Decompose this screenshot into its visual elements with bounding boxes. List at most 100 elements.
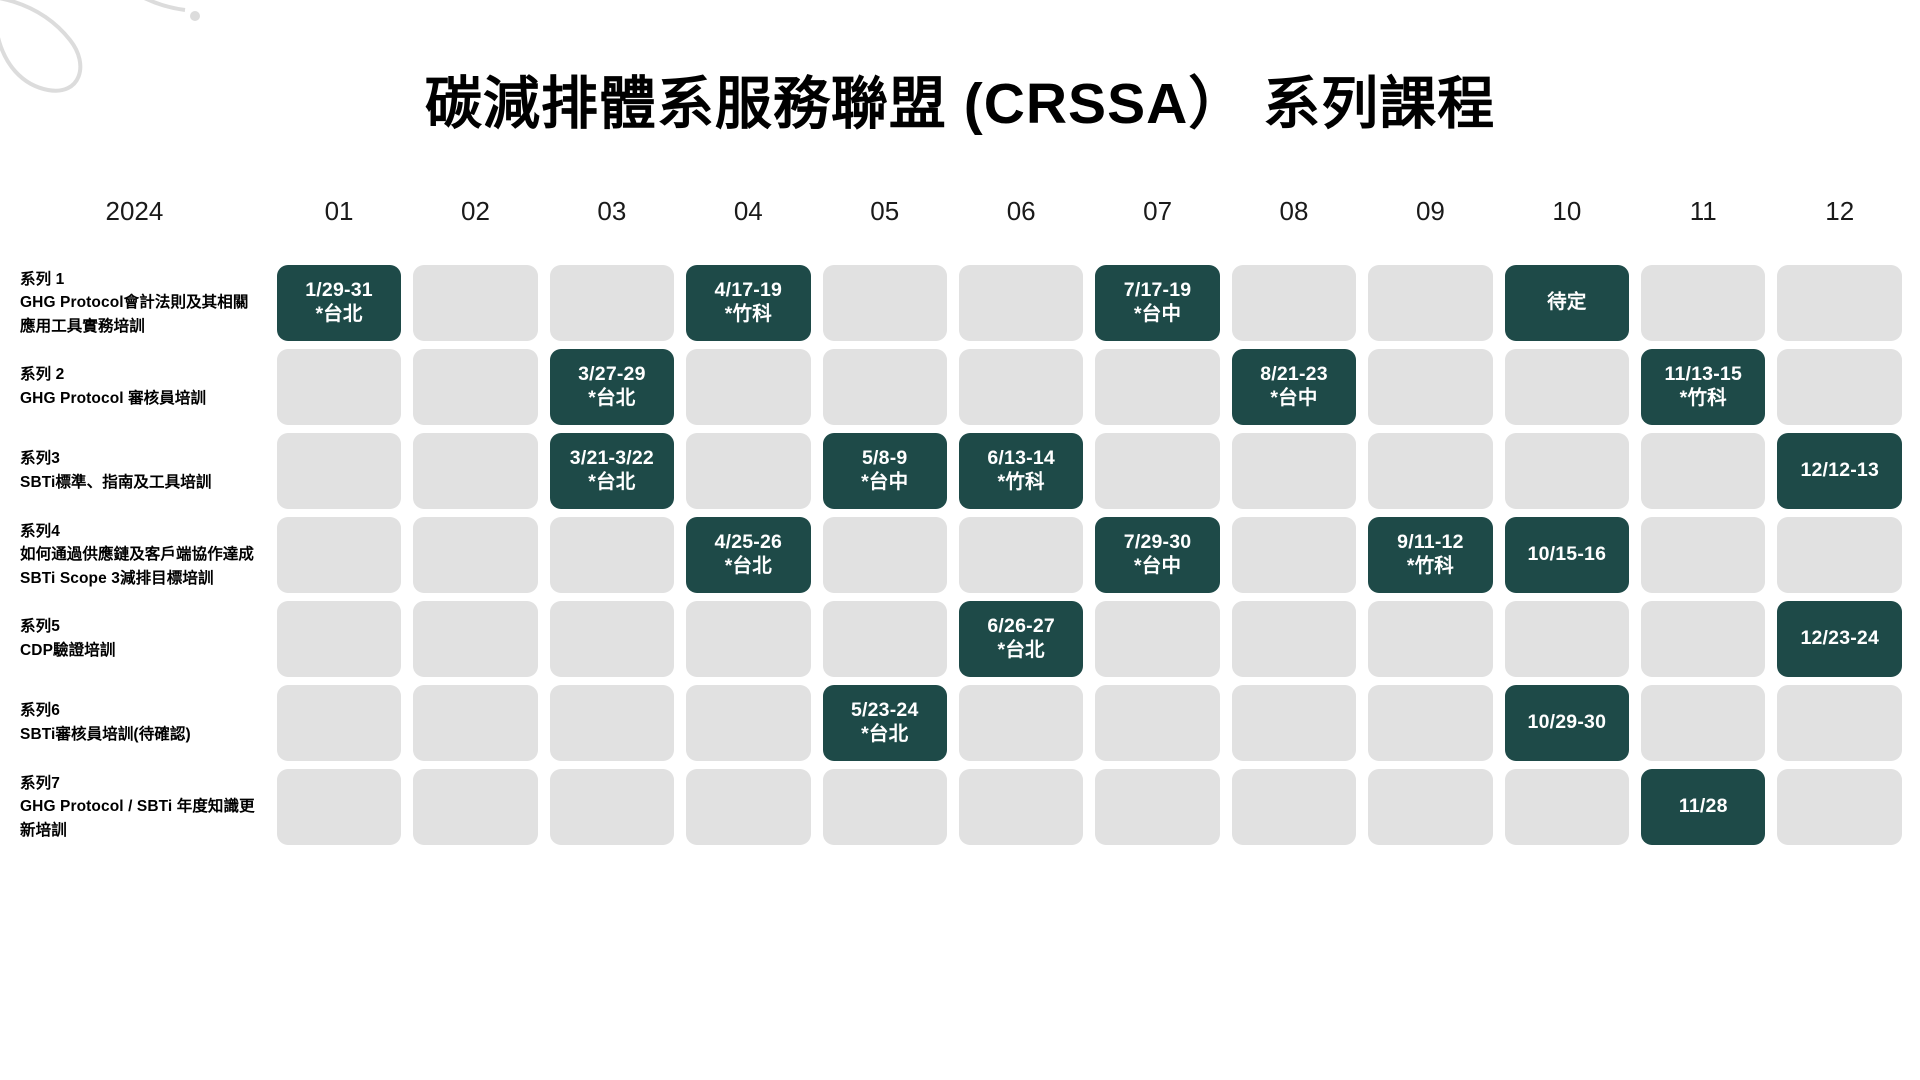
session-date: 6/13-14 — [987, 447, 1055, 470]
session-chip[interactable]: 12/23-24 — [1777, 601, 1902, 677]
session-location: *台北 — [861, 723, 909, 745]
schedule-table: 2024 01 02 03 04 05 06 07 08 09 10 11 12… — [8, 196, 1908, 849]
session-chip[interactable]: 10/29-30 — [1504, 685, 1630, 761]
session-chip[interactable]: 8/21-23*台中 — [1231, 349, 1357, 425]
session-chip[interactable]: 6/26-27*台北 — [958, 601, 1084, 677]
schedule-cell — [407, 261, 543, 345]
session-chip[interactable]: 3/27-29*台北 — [549, 349, 675, 425]
schedule-cell — [817, 513, 953, 597]
empty-slot — [1231, 433, 1357, 509]
empty-slot — [413, 349, 538, 425]
empty-slot — [276, 685, 402, 761]
session-location: *台北 — [997, 639, 1045, 661]
empty-slot — [549, 517, 675, 593]
session-location: *台北 — [588, 387, 636, 409]
schedule-cell — [953, 513, 1089, 597]
schedule-cell — [1771, 765, 1908, 849]
session-location: *台中 — [1133, 555, 1182, 577]
empty-slot — [822, 517, 947, 593]
empty-slot — [1641, 265, 1766, 341]
schedule-cell — [1089, 765, 1225, 849]
schedule-cell — [271, 429, 407, 513]
month-header-08: 08 — [1279, 196, 1309, 226]
schedule-cell — [1771, 513, 1908, 597]
month-header-09: 09 — [1415, 196, 1445, 226]
empty-slot — [1641, 601, 1766, 677]
empty-slot — [1777, 769, 1902, 845]
session-chip[interactable]: 7/17-19*台中 — [1095, 265, 1220, 341]
schedule-cell: 7/17-19*台中 — [1089, 261, 1225, 345]
session-chip[interactable]: 9/11-12*竹科 — [1368, 517, 1493, 593]
schedule-cell: 5/23-24*台北 — [817, 681, 953, 765]
schedule-cell — [1771, 681, 1908, 765]
empty-slot — [686, 769, 811, 845]
schedule-cell — [680, 681, 816, 765]
schedule-cell — [407, 429, 543, 513]
schedule-cell — [1226, 261, 1362, 345]
schedule-cell — [953, 765, 1089, 849]
schedule-cell — [271, 513, 407, 597]
schedule-cell — [1499, 429, 1635, 513]
session-chip[interactable]: 待定 — [1504, 265, 1630, 341]
empty-slot — [1504, 349, 1630, 425]
schedule-cell — [271, 345, 407, 429]
session-date: 7/17-19 — [1123, 279, 1192, 302]
schedule-cell — [1362, 345, 1498, 429]
schedule-cell — [1362, 681, 1498, 765]
session-chip[interactable]: 3/21-3/22*台北 — [549, 433, 675, 509]
session-chip[interactable]: 7/29-30*台中 — [1095, 517, 1220, 593]
session-location: *台北 — [588, 471, 636, 493]
empty-slot — [958, 685, 1084, 761]
empty-slot — [822, 601, 947, 677]
month-header-06: 06 — [1006, 196, 1036, 226]
schedule-cell — [407, 513, 543, 597]
empty-slot — [549, 601, 675, 677]
empty-slot — [413, 685, 538, 761]
empty-slot — [1231, 685, 1357, 761]
session-chip[interactable]: 11/13-15*竹科 — [1641, 349, 1766, 425]
empty-slot — [958, 349, 1084, 425]
session-date: 待定 — [1547, 291, 1587, 314]
session-chip[interactable]: 12/12-13 — [1777, 433, 1902, 509]
schedule-cell — [407, 681, 543, 765]
schedule-cell — [1499, 765, 1635, 849]
schedule-cell — [1771, 261, 1908, 345]
session-date: 5/8-9 — [862, 447, 908, 470]
empty-slot — [1641, 433, 1766, 509]
schedule-cell: 8/21-23*台中 — [1226, 345, 1362, 429]
session-date: 3/21-3/22 — [569, 447, 654, 470]
session-date: 11/13-15 — [1664, 363, 1743, 386]
session-chip[interactable]: 11/28 — [1641, 769, 1766, 845]
session-date: 11/28 — [1678, 795, 1728, 818]
session-date: 7/29-30 — [1123, 531, 1192, 554]
session-chip[interactable]: 5/23-24*台北 — [822, 685, 947, 761]
empty-slot — [1777, 349, 1902, 425]
schedule-cell: 10/15-16 — [1499, 513, 1635, 597]
empty-slot — [1095, 685, 1220, 761]
session-chip[interactable]: 10/15-16 — [1504, 517, 1630, 593]
series-description: GHG Protocol會計法則及其相關應用工具實務培訓 — [20, 294, 249, 335]
schedule-cell: 3/21-3/22*台北 — [544, 429, 680, 513]
session-chip[interactable]: 4/25-26*台北 — [686, 517, 811, 593]
session-chip[interactable]: 1/29-31*台北 — [276, 265, 402, 341]
empty-slot — [686, 601, 811, 677]
session-chip[interactable]: 5/8-9*台中 — [822, 433, 947, 509]
session-chip[interactable]: 6/13-14*竹科 — [958, 433, 1084, 509]
empty-slot — [413, 517, 538, 593]
schedule-cell: 3/27-29*台北 — [544, 345, 680, 429]
schedule-cell: 11/13-15*竹科 — [1635, 345, 1771, 429]
session-date: 12/12-13 — [1800, 459, 1880, 482]
session-location: *竹科 — [1406, 555, 1455, 577]
session-chip[interactable]: 4/17-19*竹科 — [686, 265, 811, 341]
schedule-cell — [817, 765, 953, 849]
empty-slot — [686, 685, 811, 761]
empty-slot — [1368, 433, 1493, 509]
schedule-cell: 9/11-12*竹科 — [1362, 513, 1498, 597]
series-description: SBTi標準、指南及工具培訓 — [20, 474, 212, 491]
